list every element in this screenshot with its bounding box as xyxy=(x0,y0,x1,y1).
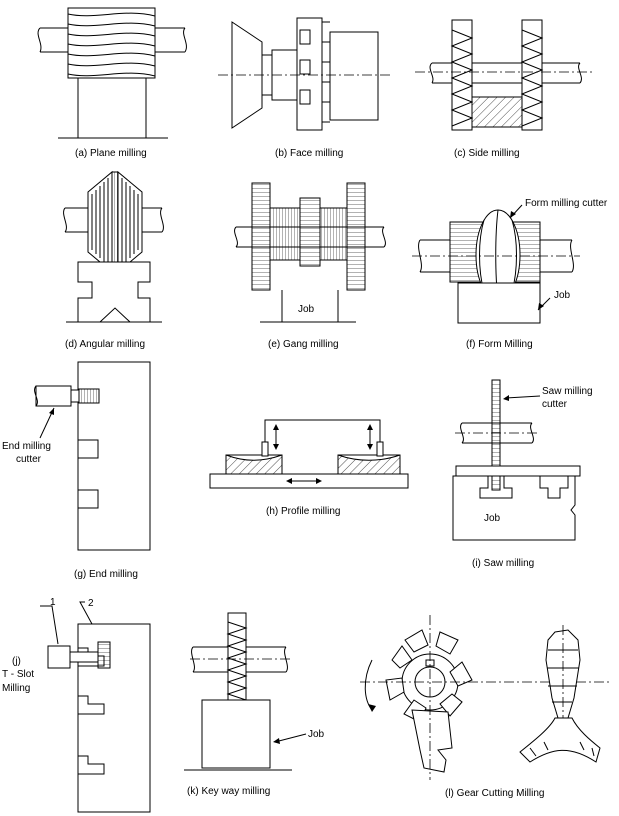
panel-side-milling: (c) Side milling xyxy=(415,19,592,159)
panel-profile-milling: (h) Profile milling xyxy=(209,419,409,517)
label-job-saw: Job xyxy=(484,513,501,524)
label-num-1: 1 xyxy=(50,597,56,608)
label-end-cutter-1: End milling xyxy=(2,441,51,452)
caption-side-milling: (c) Side milling xyxy=(454,148,520,159)
caption-angular-milling: (d) Angular milling xyxy=(65,339,145,350)
label-saw-cutter-2: cutter xyxy=(542,399,568,410)
caption-end-milling: (g) End milling xyxy=(74,569,138,580)
caption-saw-milling: (i) Saw milling xyxy=(472,558,534,569)
label-end-cutter-2: cutter xyxy=(16,454,42,465)
label-job-form: Job xyxy=(554,290,571,301)
panel-tslot-milling: 1 2 (j) T - Slot Milling xyxy=(2,597,151,813)
panel-face-milling: (b) Face milling xyxy=(218,17,392,159)
caption-gear-cutting: (l) Gear Cutting Milling xyxy=(445,788,544,799)
caption-gang-milling: (e) Gang milling xyxy=(268,339,339,350)
panel-gear-cutting: (l) Gear Cutting Milling xyxy=(360,615,610,799)
label-num-2: 2 xyxy=(88,598,94,609)
panel-gang-milling: Job (e) Gang milling xyxy=(234,182,386,350)
caption-keyway-milling: (k) Key way milling xyxy=(187,786,270,797)
caption-form-milling: (f) Form Milling xyxy=(466,339,533,350)
panel-keyway-milling: Job (k) Key way milling xyxy=(184,612,325,797)
panel-angular-milling: (d) Angular milling xyxy=(63,170,164,350)
panel-saw-milling: Saw milling cutter Job (i) Saw milling xyxy=(452,379,593,569)
caption-plane-milling: (a) Plane milling xyxy=(75,148,147,159)
caption-profile-milling: (h) Profile milling xyxy=(266,506,340,517)
panel-end-milling: End milling cutter (g) End milling xyxy=(2,361,151,580)
label-job-gang: Job xyxy=(298,304,315,315)
label-job-keyway: Job xyxy=(308,729,325,740)
caption-tslot-line3: Milling xyxy=(2,683,30,694)
label-form-cutter: Form milling cutter xyxy=(525,198,608,209)
caption-tslot-line2: T - Slot xyxy=(2,669,34,680)
label-saw-cutter-1: Saw milling xyxy=(542,386,593,397)
caption-tslot-line1: (j) xyxy=(12,656,21,667)
panel-form-milling: Form milling cutter Job (f) Form Milling xyxy=(412,198,608,350)
panel-plane-milling: (a) Plane milling xyxy=(37,7,187,159)
caption-face-milling: (b) Face milling xyxy=(275,148,343,159)
